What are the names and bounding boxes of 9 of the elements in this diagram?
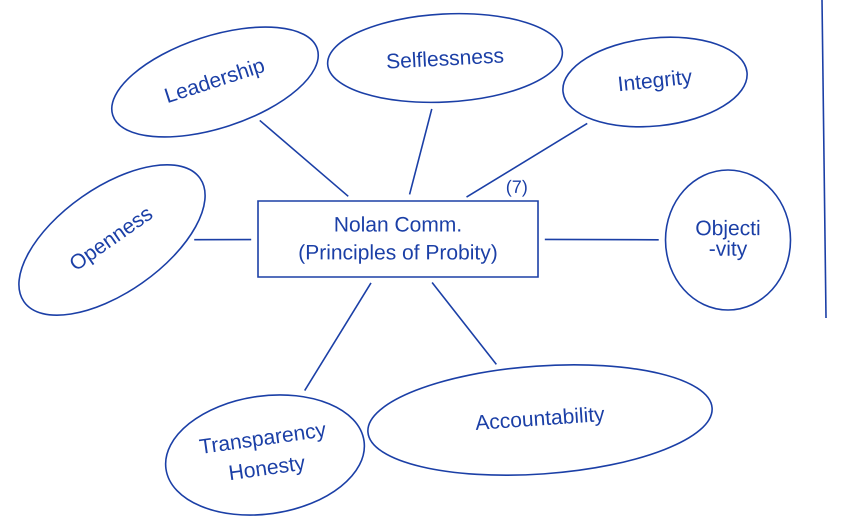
connector-line (304, 282, 372, 391)
title-box: Nolan Comm. (Principles of Probity) (257, 200, 539, 278)
connector-line (194, 238, 252, 241)
connector-line (544, 238, 659, 241)
connector-line (466, 122, 588, 198)
connector-line (431, 282, 497, 365)
count-note: (7) (506, 180, 527, 197)
connector-line (259, 120, 349, 197)
connector-line (408, 108, 433, 195)
